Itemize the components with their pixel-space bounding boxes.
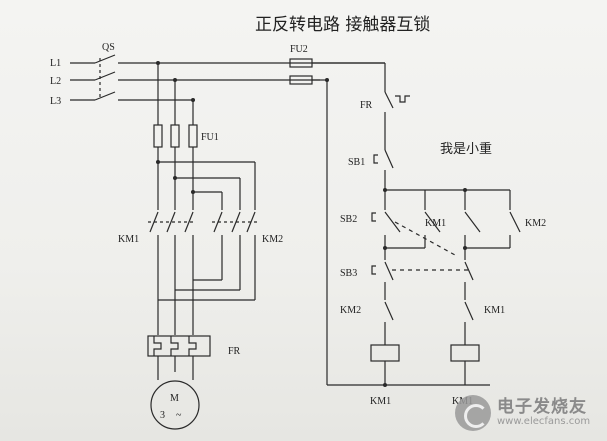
junction-dot [383, 383, 387, 387]
sb3-button [371, 265, 376, 275]
sb3-contact [464, 211, 481, 233]
junction-dot [191, 98, 195, 102]
watermark: 电子发烧友 www.elecfans.com [455, 388, 603, 438]
junction-dot [463, 188, 467, 192]
fr-heater-1 [153, 336, 162, 356]
junction-dot [156, 61, 160, 65]
fr-nc-actuator [395, 95, 410, 103]
watermark-text: 电子发烧友 www.elecfans.com [497, 396, 591, 427]
junction-dot [383, 188, 387, 192]
label-qs: QS [102, 42, 115, 53]
label-fu1: FU1 [201, 132, 219, 143]
fu1-fuse-3 [188, 124, 198, 148]
km2-hold-contact [509, 211, 521, 233]
label-fr-main: FR [228, 346, 241, 357]
label-motor-tilde: ~ [176, 410, 182, 421]
qs-blade-1 [94, 54, 116, 64]
label-km2-main: KM2 [262, 234, 283, 245]
fr-thermal-relay [147, 335, 211, 357]
label-sb3: SB3 [340, 268, 357, 279]
junction-dot [325, 78, 329, 82]
qs-blade-3 [94, 91, 116, 101]
km1-contact-2 [166, 211, 176, 233]
motor-circle [150, 380, 200, 430]
km2-interlock-contact [384, 301, 394, 321]
label-sb1: SB1 [348, 157, 365, 168]
handwritten-note: 我是小重 [440, 141, 492, 157]
fr-nc-contact [384, 91, 394, 109]
label-l1: L1 [50, 58, 61, 69]
fr-heater-2 [170, 336, 179, 356]
sb2-button [371, 212, 376, 222]
sb-nc-left [384, 261, 394, 281]
label-fu2: FU2 [290, 44, 308, 55]
watermark-url: www.elecfans.com [497, 415, 591, 427]
fr-heater-3 [188, 336, 197, 356]
junction-dot [173, 176, 177, 180]
fu1-fuse-2 [170, 124, 180, 148]
sb1-button [373, 154, 378, 164]
km2-coil [450, 344, 480, 362]
diagram-title: 正反转电路 接触器互锁 [255, 15, 430, 35]
label-coil-1: KM1 [370, 396, 391, 407]
junction-dot [463, 246, 467, 250]
junction-dot [383, 246, 387, 250]
label-l3: L3 [50, 96, 61, 107]
elecfans-logo-icon [455, 395, 491, 431]
watermark-name: 电子发烧友 [497, 396, 587, 417]
sb2-contact [384, 211, 401, 233]
label-motor-m: M [170, 393, 179, 404]
km1-interlock-contact [464, 301, 474, 321]
label-motor-3: 3 [160, 410, 165, 421]
junction-dot [173, 78, 177, 82]
label-l2: L2 [50, 76, 61, 87]
junction-dot [191, 190, 195, 194]
label-fr-ctrl: FR [360, 100, 373, 111]
label-km1-interlock: KM1 [484, 305, 505, 316]
km1-contact-3 [184, 211, 194, 233]
fu1-fuse-1 [153, 124, 163, 148]
km1-coil [370, 344, 400, 362]
label-km1-main: KM1 [118, 234, 139, 245]
label-km2-hold: KM2 [525, 218, 546, 229]
label-km1-hold: KM1 [425, 218, 446, 229]
label-sb2: SB2 [340, 214, 357, 225]
label-km2-interlock: KM2 [340, 305, 361, 316]
qs-blade-2 [94, 71, 116, 81]
km1-hold-contact [424, 211, 441, 233]
sb-nc-right [464, 261, 474, 281]
sb1-contact [384, 149, 394, 169]
junction-dot [156, 160, 160, 164]
